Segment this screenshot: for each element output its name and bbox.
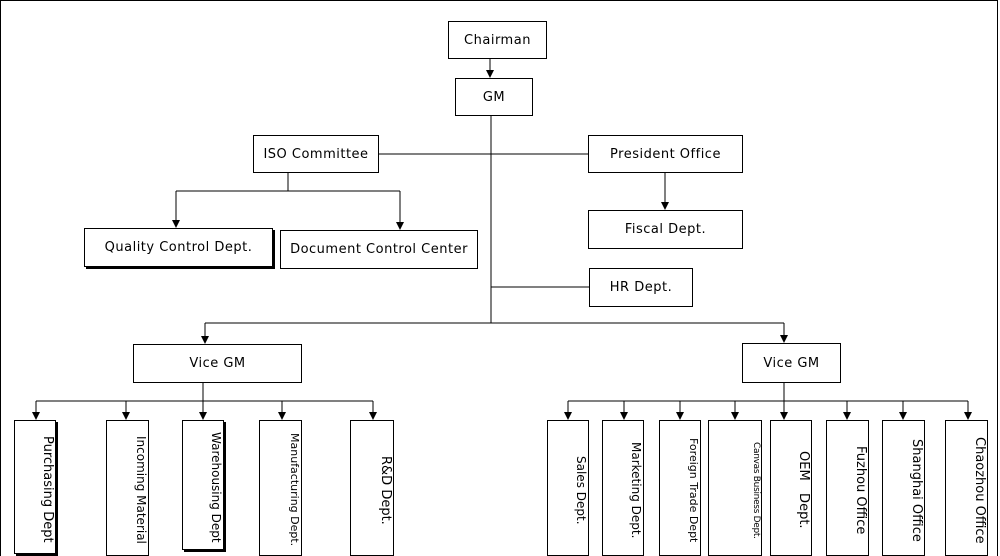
document-control-center-box: Document Control Center: [280, 230, 478, 269]
hr-dept-box: HR Dept.: [589, 268, 693, 307]
manufacturing-dept-label: Manufacturing Dept.: [288, 433, 301, 547]
rd-dept-label: R&D Dept.: [378, 455, 393, 525]
fiscal-dept-label: Fiscal Dept.: [624, 222, 707, 237]
incoming-material-box: Incoming Material: [106, 420, 149, 556]
vice-gm-left-box: Vice GM: [133, 344, 302, 383]
oem-dept-label: OEM Dept.: [796, 451, 811, 529]
chairman-label: Chairman: [464, 32, 531, 48]
fuzhou-office-label: Fuzhou Office: [853, 445, 868, 535]
marketing-dept-label: Marketing Dept.: [629, 441, 643, 539]
iso-committee-box: ISO Committee: [253, 135, 379, 173]
chairman-box: Chairman: [448, 21, 547, 59]
vice-gm-right-label: Vice GM: [763, 355, 820, 371]
oem-dept-box: OEM Dept.: [770, 420, 812, 556]
marketing-dept-box: Marketing Dept.: [602, 420, 644, 556]
hr-dept-label: HR Dept.: [609, 280, 673, 295]
rd-dept-box: R&D Dept.: [350, 420, 394, 556]
shanghai-office-label: Shanghai Office: [909, 438, 924, 542]
foreign-trade-dept-box: Foreign Trade Dept: [659, 420, 701, 556]
quality-control-dept-label: Quality Control Dept.: [104, 240, 253, 255]
gm-label: GM: [482, 89, 506, 105]
president-office-label: President Office: [610, 146, 721, 162]
warehousing-dept-box: Warehousing Dept: [182, 420, 224, 550]
iso-committee-label: ISO Committee: [263, 146, 369, 162]
president-office-box: President Office: [588, 135, 743, 173]
quality-control-dept-box: Quality Control Dept.: [84, 228, 273, 267]
purchasing-dept-label: Purchasing Dept: [40, 435, 55, 543]
sales-dept-box: Sales Dept.: [547, 420, 589, 556]
chaozhou-office-box: Chaozhou Office: [945, 420, 988, 556]
incoming-material-label: Incoming Material: [134, 436, 148, 544]
sales-dept-label: Sales Dept.: [574, 455, 588, 525]
shanghai-office-box: Shanghai Office: [882, 420, 925, 556]
chaozhou-office-label: Chaozhou Office: [972, 436, 987, 544]
vice-gm-right-box: Vice GM: [742, 343, 841, 383]
vice-gm-left-label: Vice GM: [189, 356, 246, 371]
fiscal-dept-box: Fiscal Dept.: [588, 210, 743, 249]
document-control-center-label: Document Control Center: [290, 242, 468, 257]
canvas-business-dept-label: Canvas Business Dept.: [751, 441, 761, 539]
purchasing-dept-box: Purchasing Dept: [14, 420, 56, 554]
gm-box: GM: [455, 78, 533, 116]
foreign-trade-dept-label: Foreign Trade Dept: [687, 437, 700, 543]
fuzhou-office-box: Fuzhou Office: [826, 420, 869, 556]
warehousing-dept-label: Warehousing Dept: [209, 431, 223, 543]
canvas-business-dept-box: Canvas Business Dept.: [708, 420, 762, 556]
manufacturing-dept-box: Manufacturing Dept.: [259, 420, 302, 556]
